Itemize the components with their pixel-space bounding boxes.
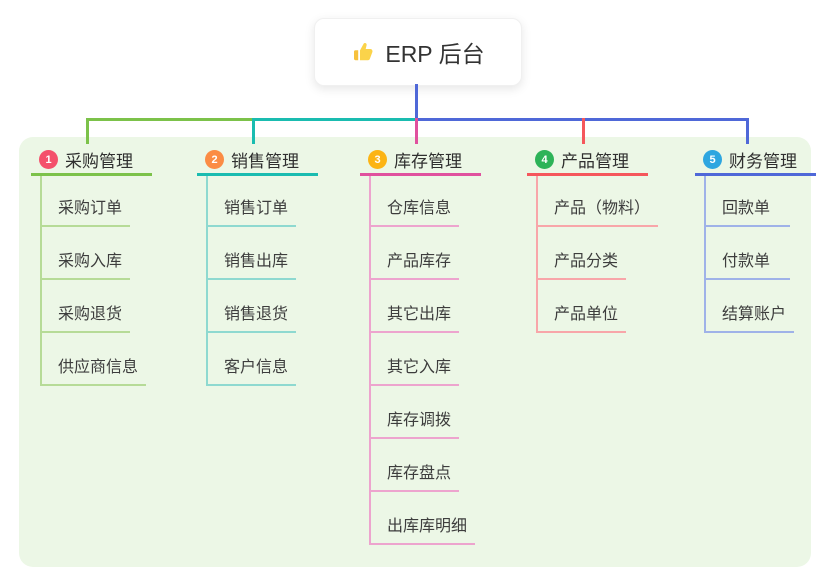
branch-children: 采购订单 采购入库 采购退货 供应商信息 xyxy=(40,176,147,386)
node-item[interactable]: 库存调拨 xyxy=(371,386,460,439)
branch-children: 仓库信息 产品库存 其它出库 其它入库 库存调拨 库存盘点 出库库明细 xyxy=(369,176,476,545)
connector-trunk-green xyxy=(86,118,254,121)
node-item[interactable]: 其它出库 xyxy=(371,280,460,333)
branch-header-inventory[interactable]: 3 库存管理 xyxy=(360,146,481,176)
thumbs-up-icon xyxy=(351,40,375,64)
node-item[interactable]: 产品库存 xyxy=(371,227,460,280)
branch-number-badge: 3 xyxy=(368,150,387,169)
node-item[interactable]: 销售出库 xyxy=(208,227,297,280)
branch-header-finance[interactable]: 5 财务管理 xyxy=(695,146,816,176)
branch-label: 采购管理 xyxy=(65,152,133,171)
node-item[interactable]: 付款单 xyxy=(706,227,790,280)
node-item[interactable]: 产品（物料） xyxy=(538,176,659,227)
branch-finance: 5 财务管理 回款单 付款单 结算账户 xyxy=(695,146,816,333)
node-item[interactable]: 结算账户 xyxy=(706,280,795,333)
root-label: ERP 后台 xyxy=(385,41,485,67)
node-item[interactable]: 库存盘点 xyxy=(371,439,460,492)
node-item[interactable]: 客户信息 xyxy=(208,333,297,386)
node-item[interactable]: 回款单 xyxy=(706,176,790,227)
node-item[interactable]: 采购入库 xyxy=(42,227,131,280)
node-item[interactable]: 销售订单 xyxy=(208,176,297,227)
connector-trunk-teal xyxy=(252,118,417,121)
branch-number-badge: 5 xyxy=(703,150,722,169)
branch-label: 财务管理 xyxy=(729,152,797,171)
connector-root-vertical xyxy=(415,84,418,118)
branch-product: 4 产品管理 产品（物料） 产品分类 产品单位 xyxy=(527,146,659,333)
branch-children: 回款单 付款单 结算账户 xyxy=(704,176,795,333)
node-item[interactable]: 产品单位 xyxy=(538,280,627,333)
root-node[interactable]: ERP 后台 xyxy=(314,18,522,86)
branch-purchase: 1 采购管理 采购订单 采购入库 采购退货 供应商信息 xyxy=(31,146,152,386)
node-item[interactable]: 仓库信息 xyxy=(371,176,460,227)
node-item[interactable]: 销售退货 xyxy=(208,280,297,333)
connector-drop-finance xyxy=(746,118,749,144)
branch-inventory: 3 库存管理 仓库信息 产品库存 其它出库 其它入库 库存调拨 库存盘点 出库库… xyxy=(360,146,481,545)
node-item[interactable]: 其它入库 xyxy=(371,333,460,386)
branch-label: 产品管理 xyxy=(561,152,629,171)
connector-drop-inventory xyxy=(415,118,418,144)
connector-drop-purchase xyxy=(86,118,89,144)
branch-number-badge: 2 xyxy=(205,150,224,169)
connector-drop-product xyxy=(582,118,585,144)
node-item[interactable]: 出库库明细 xyxy=(371,492,476,545)
node-item[interactable]: 采购订单 xyxy=(42,176,131,227)
node-item[interactable]: 供应商信息 xyxy=(42,333,147,386)
branch-header-product[interactable]: 4 产品管理 xyxy=(527,146,648,176)
board-background xyxy=(19,137,811,567)
branch-children: 产品（物料） 产品分类 产品单位 xyxy=(536,176,659,333)
node-item[interactable]: 产品分类 xyxy=(538,227,627,280)
branch-label: 销售管理 xyxy=(231,152,299,171)
node-item[interactable]: 采购退货 xyxy=(42,280,131,333)
branch-children: 销售订单 销售出库 销售退货 客户信息 xyxy=(206,176,297,386)
branch-header-sales[interactable]: 2 销售管理 xyxy=(197,146,318,176)
branch-label: 库存管理 xyxy=(394,152,462,171)
branch-sales: 2 销售管理 销售订单 销售出库 销售退货 客户信息 xyxy=(197,146,318,386)
branch-header-purchase[interactable]: 1 采购管理 xyxy=(31,146,152,176)
branch-number-badge: 1 xyxy=(39,150,58,169)
connector-drop-sales xyxy=(252,118,255,144)
branch-number-badge: 4 xyxy=(535,150,554,169)
